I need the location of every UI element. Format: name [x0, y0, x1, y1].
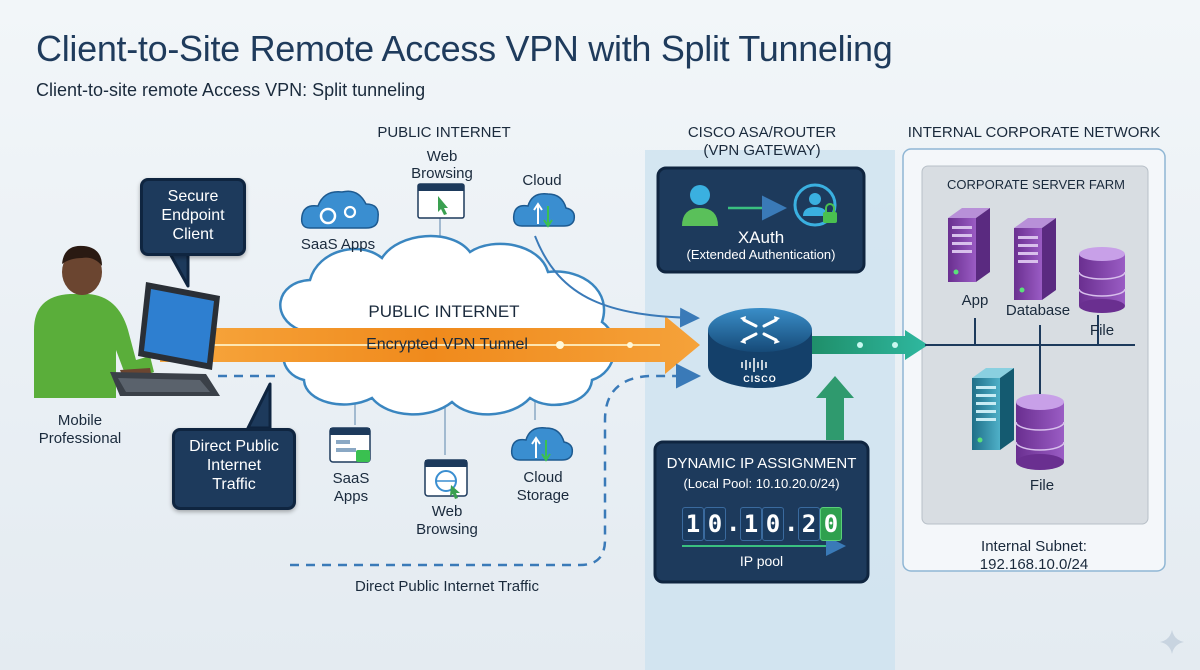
database-server-icon — [1014, 218, 1056, 300]
cloud-top-label: Cloud — [522, 172, 562, 189]
direct-callout-tail — [246, 382, 272, 430]
app-server-label: App — [961, 292, 989, 309]
saas-apps-bottom-label: SaaS Apps — [332, 470, 370, 505]
tunnel-spark — [556, 341, 564, 349]
file-top-label: File — [1089, 322, 1115, 339]
cloud-storage-bottom-label: Cloud Storage — [516, 469, 570, 504]
public-internet-zone-label: PUBLIC INTERNET — [377, 124, 511, 141]
sparkle-icon — [1160, 630, 1184, 654]
ip-digit-rolling: 0 — [820, 507, 842, 541]
saas-apps-top-label: SaaS Apps — [300, 236, 376, 253]
xauth-title: XAuth — [737, 228, 785, 247]
router-icon — [708, 308, 812, 388]
cloud-top-icon — [512, 193, 576, 228]
web-browsing-bottom-label: Web Browsing — [416, 503, 478, 538]
saas-apps-top-icon — [300, 190, 379, 229]
router-brand: CISCO — [743, 374, 777, 384]
dhcp-to-router-arrow — [816, 376, 854, 440]
server-farm-label: CORPORATE SERVER FARM — [947, 177, 1125, 192]
page-subtitle: Client-to-site remote Access VPN: Split … — [36, 80, 426, 100]
database-server-label: Database — [1005, 302, 1071, 319]
ip-digit: 0 — [704, 507, 726, 541]
dhcp-title: DYNAMIC IP ASSIGNMENT — [666, 455, 857, 472]
internal-spark — [892, 342, 898, 348]
cloud-storage-bottom-icon — [510, 427, 574, 462]
direct-traffic-label: Direct Public Internet Traffic — [355, 578, 539, 595]
file-bottom-label: File — [1029, 477, 1055, 494]
web-browsing-top-label: Web Browsing — [411, 148, 473, 182]
ip-digit: . — [784, 509, 799, 537]
user-icon — [682, 185, 718, 226]
public-internet-cloud — [279, 234, 616, 416]
authenticated-user-icon — [793, 183, 837, 227]
teal-server-icon — [972, 368, 1014, 450]
tunnel-spark — [627, 342, 633, 348]
ip-digit: 1 — [682, 507, 704, 541]
tunnel-label: Encrypted VPN Tunnel — [366, 336, 528, 353]
internal-traffic-arrow — [812, 330, 928, 360]
ip-pool-label: IP pool — [739, 553, 784, 569]
internal-spark — [857, 342, 863, 348]
cloud-to-gateway-arrow — [534, 235, 700, 328]
ip-digit: 2 — [798, 507, 820, 541]
mobile-professional-label: Mobile Professional — [38, 412, 122, 447]
saas-apps-bottom-icon — [329, 427, 371, 463]
direct-traffic-callout: Direct Public Internet Traffic — [172, 428, 296, 510]
cloud-label: PUBLIC INTERNET — [368, 302, 520, 321]
app-server-icon — [948, 208, 990, 282]
internal-subnet-label: Internal Subnet: 192.168.10.0/24 — [979, 538, 1089, 573]
ip-digit: 1 — [740, 507, 762, 541]
web-browsing-top-icon — [417, 183, 465, 219]
file-storage-bottom-icon — [1015, 394, 1065, 470]
secure-endpoint-callout: Secure Endpoint Client — [140, 178, 246, 256]
ip-digit: . — [726, 509, 741, 537]
xauth-subtitle: (Extended Authentication) — [686, 247, 836, 262]
corporate-zone-label: INTERNAL CORPORATE NETWORK — [907, 124, 1161, 141]
laptop-icon — [110, 282, 220, 396]
dhcp-pool: (Local Pool: 10.10.20.0/24) — [683, 476, 840, 491]
gateway-zone-label: CISCO ASA/ROUTER (VPN GATEWAY) — [687, 124, 837, 159]
ip-digit: 0 — [762, 507, 784, 541]
page-title: Client-to-Site Remote Access VPN with Sp… — [36, 28, 893, 69]
web-browsing-bottom-icon — [424, 459, 468, 499]
file-storage-top-icon — [1078, 247, 1126, 313]
direct-traffic-dashed-line — [290, 363, 701, 567]
